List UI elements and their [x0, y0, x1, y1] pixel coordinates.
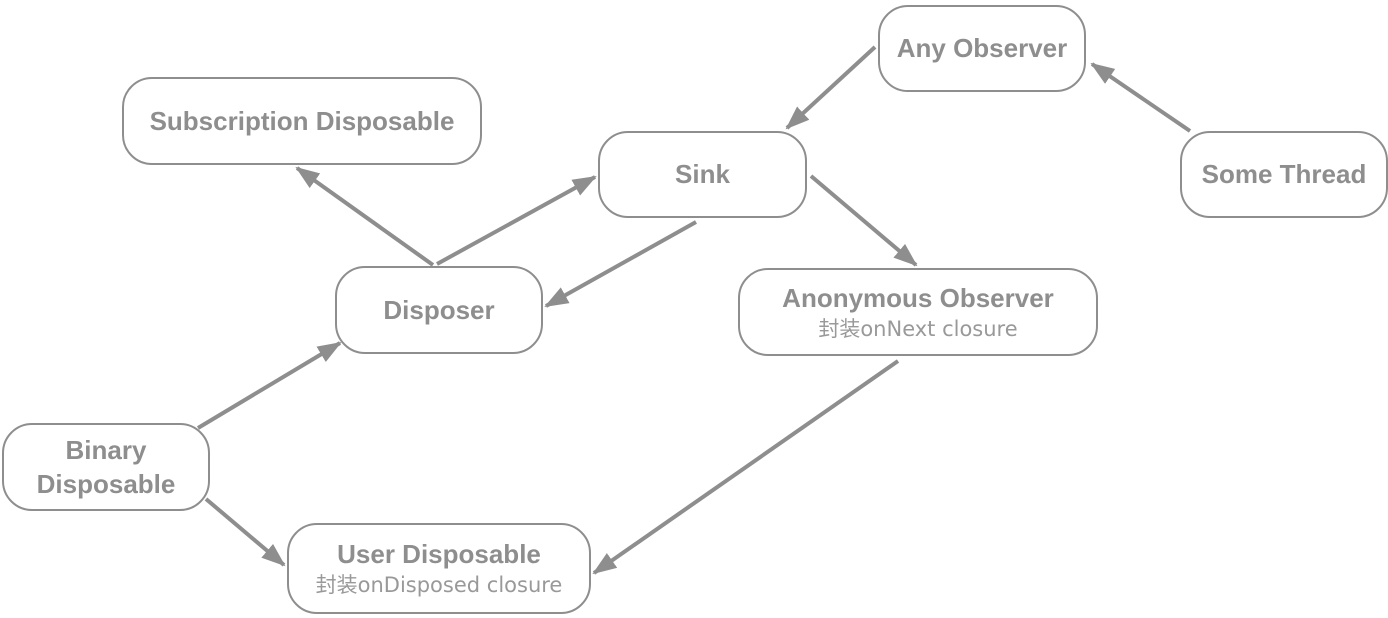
anonymous-observer-title: Anonymous Observer	[782, 282, 1054, 313]
edge-some-thread-to-any-observer	[1090, 62, 1192, 133]
edge-any-observer-to-sink	[785, 45, 877, 130]
sink-node: Sink	[598, 131, 807, 218]
binary-disposable-node: Binary Disposable	[2, 423, 210, 511]
any-observer-title: Any Observer	[896, 33, 1068, 63]
disposer-title: Disposer	[383, 294, 495, 325]
some-thread-title: Some Thread	[1201, 159, 1367, 189]
user-disposable-node: User Disposable 封装onDisposed closure	[287, 523, 591, 614]
edge-anonymous-to-user	[592, 359, 900, 575]
user-disposable-title: User Disposable	[337, 539, 541, 569]
binary-disposable-title-line1: Binary	[65, 435, 147, 465]
binary-disposable-title-line2: Disposable	[36, 469, 176, 499]
edge-disposer-to-subscription	[295, 166, 435, 267]
edge-sink-to-disposer	[544, 220, 697, 308]
user-disposable-subtitle: 封装onDisposed closure	[315, 573, 563, 597]
anonymous-observer-node: Anonymous Observer 封装onNext closure	[738, 268, 1098, 356]
anonymous-observer-subtitle: 封装onNext closure	[818, 316, 1018, 341]
edge-binary-to-user	[204, 497, 286, 567]
edge-sink-to-anonymous	[809, 174, 918, 267]
some-thread-node: Some Thread	[1180, 131, 1388, 218]
any-observer-node: Any Observer	[878, 5, 1086, 92]
edge-disposer-to-sink	[436, 175, 597, 266]
subscription-disposable-title: Subscription Disposable	[149, 105, 455, 136]
subscription-disposable-node: Subscription Disposable	[122, 77, 482, 165]
sink-title: Sink	[675, 159, 730, 189]
disposer-node: Disposer	[335, 266, 543, 354]
edge-binary-to-disposer	[196, 341, 342, 430]
